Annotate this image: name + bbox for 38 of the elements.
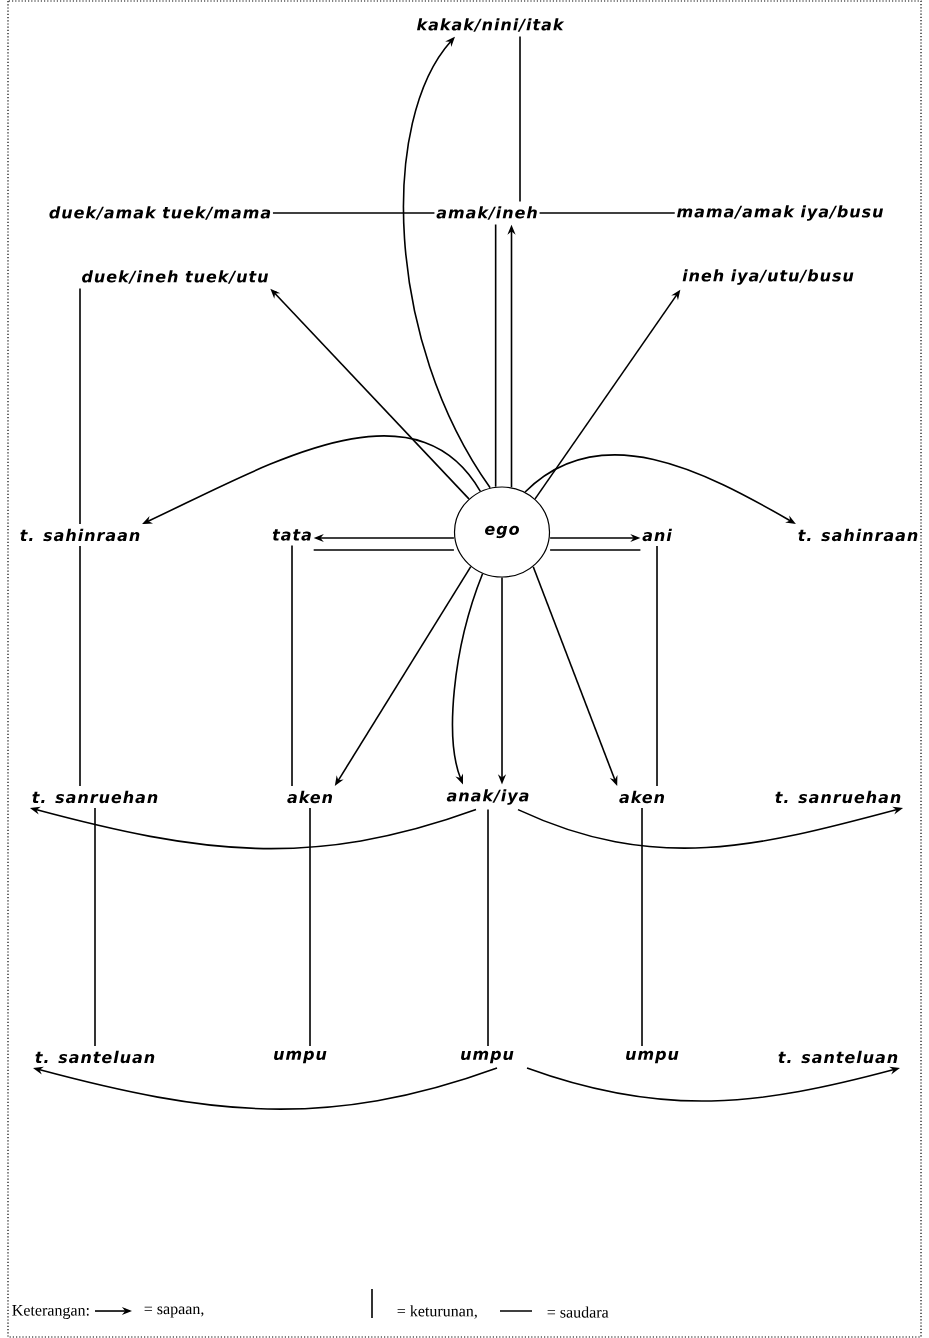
line — [94, 807, 96, 1047]
kin-term: t. sanruehan — [32, 790, 158, 804]
line — [494, 223, 497, 488]
line — [312, 549, 455, 551]
kin-term: tata — [272, 529, 311, 541]
kin-term: anak/iya — [446, 789, 529, 805]
line — [272, 212, 436, 214]
kin-term: amak/ineh — [436, 206, 537, 220]
kin-term: umpu — [461, 1050, 514, 1064]
line — [549, 549, 642, 551]
legend-title: Keterangan: — [12, 1305, 89, 1319]
legend-text: = keturunan, — [397, 1305, 477, 1319]
line — [641, 807, 643, 1047]
line — [79, 287, 81, 525]
line — [291, 544, 293, 787]
kin-term: mama/amak iya/busu — [677, 205, 883, 221]
kin-term: duek/amak tuek/mama — [49, 206, 271, 220]
line — [656, 545, 658, 787]
kin-term: ineh iya/utu/busu — [682, 269, 854, 285]
line — [79, 545, 81, 787]
legend-text: = sapaan, — [144, 1306, 204, 1318]
kin-term: umpu — [274, 1050, 327, 1064]
kin-term: kakak/nini/itak — [417, 18, 565, 32]
kin-term: aken — [287, 790, 333, 804]
kin-term: t. sanruehan — [775, 790, 901, 804]
kin-term: t. santeluan — [778, 1050, 898, 1064]
kin-term: ani — [642, 528, 672, 542]
kin-term: t. sahinraan — [798, 528, 918, 542]
line — [519, 35, 521, 203]
line — [487, 808, 489, 1047]
legend-text: = saudara — [547, 1306, 609, 1318]
kin-term: t. sahinraan — [20, 528, 140, 542]
kin-term: aken — [619, 790, 665, 804]
kin-term: duek/ineh tuek/utu — [82, 270, 268, 284]
line — [309, 807, 311, 1047]
line — [538, 212, 676, 214]
kin-term: umpu — [626, 1050, 679, 1064]
kin-term: t. santeluan — [35, 1050, 155, 1064]
